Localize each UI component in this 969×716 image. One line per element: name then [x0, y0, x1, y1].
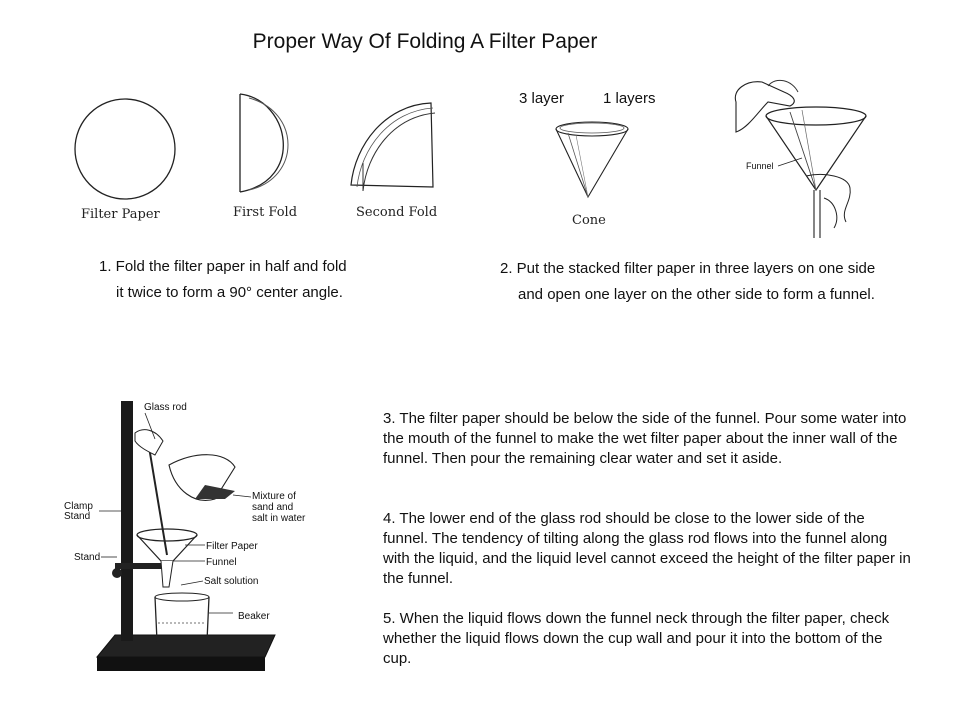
cone-illustration: [555, 121, 629, 199]
filtration-apparatus-illustration: [95, 401, 276, 671]
cone-label: Cone: [572, 213, 606, 228]
step-1-line-2: it twice to form a 90° center angle.: [116, 284, 343, 301]
step-3-text: 3. The filter paper should be below the …: [383, 410, 907, 467]
mixture-label-line-2: sand and: [252, 502, 294, 513]
funnel-with-hands-illustration: [734, 79, 867, 238]
clamp-label: Clamp: [64, 501, 93, 512]
second-fold-illustration: [350, 102, 436, 192]
stand-label: Stand: [74, 552, 101, 563]
page-title: Proper Way Of Folding A Filter Paper: [252, 30, 598, 53]
first-fold-illustration: [239, 93, 289, 193]
filter-paper-label: Filter Paper: [81, 207, 160, 222]
step-4-text: 4. The lower end of the glass rod should…: [383, 510, 911, 587]
three-layer-label: 3 layer: [519, 90, 565, 107]
one-layer-label: 1 layers: [603, 90, 656, 107]
apparatus-funnel-label: Funnel: [206, 557, 237, 568]
apparatus-filter-paper-label: Filter Paper: [206, 541, 258, 552]
beaker-label: Beaker: [238, 611, 270, 622]
step-2-line-2: and open one layer on the other side to …: [518, 286, 875, 303]
step-2-line-1: 2. Put the stacked filter paper in three…: [500, 260, 876, 277]
filter-paper-circle-illustration: [74, 98, 176, 200]
mixture-label-line-3: salt in water: [252, 513, 306, 524]
clamp-stand-label: Stand: [64, 511, 91, 522]
step-5-text: 5. When the liquid flows down the funnel…: [383, 610, 890, 667]
salt-solution-label: Salt solution: [204, 576, 259, 587]
funnel-label: Funnel: [746, 161, 774, 171]
step-1-line-1: 1. Fold the filter paper in half and fol…: [99, 258, 347, 275]
glass-rod-label: Glass rod: [144, 402, 187, 413]
first-fold-label: First Fold: [233, 205, 298, 220]
mixture-label-line-1: Mixture of: [252, 491, 296, 502]
second-fold-label: Second Fold: [356, 205, 438, 220]
